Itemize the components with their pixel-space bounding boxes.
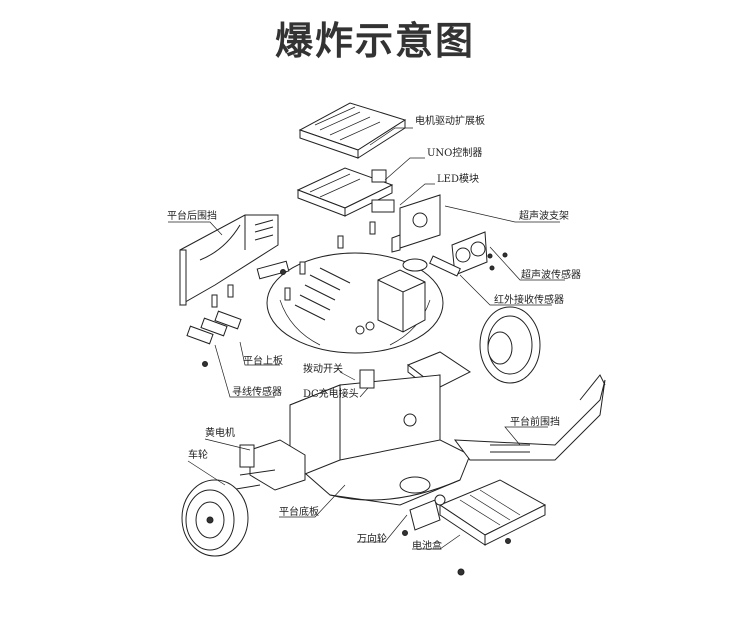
label-line-sensor: 寻线传感器 <box>232 387 282 398</box>
label-battery-box: 电池盒 <box>412 541 442 552</box>
label-upper-plate: 平台上板 <box>243 356 283 367</box>
label-caster-wheel: 万向轮 <box>357 534 387 545</box>
battery-box-drawing <box>438 479 547 546</box>
servo-drawing <box>377 258 428 333</box>
ultrasonic-sensor-drawing <box>451 231 508 276</box>
left-motor-drawing <box>229 439 306 491</box>
label-motor-driver-board: 电机驱动扩展板 <box>415 116 485 127</box>
page-title: 爆炸示意图 <box>274 19 475 63</box>
label-wheel: 车轮 <box>188 450 208 461</box>
uno-controller-drawing <box>296 167 394 217</box>
label-uno-controller: UNO控制器 <box>427 148 483 159</box>
label-front-guard: 平台前围挡 <box>510 417 560 428</box>
label-led-module: LED模块 <box>437 174 479 185</box>
label-bottom-plate: 平台底板 <box>279 507 319 518</box>
leader-lines <box>168 127 565 550</box>
ir-receiver-drawing <box>429 255 461 277</box>
rear-guard-drawing <box>179 214 279 306</box>
label-ultrasonic-bracket: 超声波支架 <box>519 211 569 222</box>
right-wheel-drawing <box>407 306 541 397</box>
label-ultrasonic-sensor: 超声波传感器 <box>521 270 581 281</box>
label-toggle-switch: 拨动开关 <box>303 364 343 375</box>
screws <box>202 269 511 576</box>
label-ir-receiver: 红外接收传感器 <box>494 295 564 306</box>
label-yellow-motor: 黄电机 <box>205 428 235 439</box>
label-rear-guard: 平台后围挡 <box>167 211 217 222</box>
line-sensor-drawing <box>186 310 242 345</box>
left-wheel-drawing <box>181 479 249 557</box>
led-bracket-drawing <box>371 194 441 253</box>
standoffs <box>211 221 376 308</box>
front-guard-drawing <box>453 374 606 461</box>
motor-driver-board-drawing <box>298 102 407 159</box>
label-dc-jack: DC充电接头 <box>303 389 359 400</box>
caster-wheel-drawing <box>409 494 446 531</box>
